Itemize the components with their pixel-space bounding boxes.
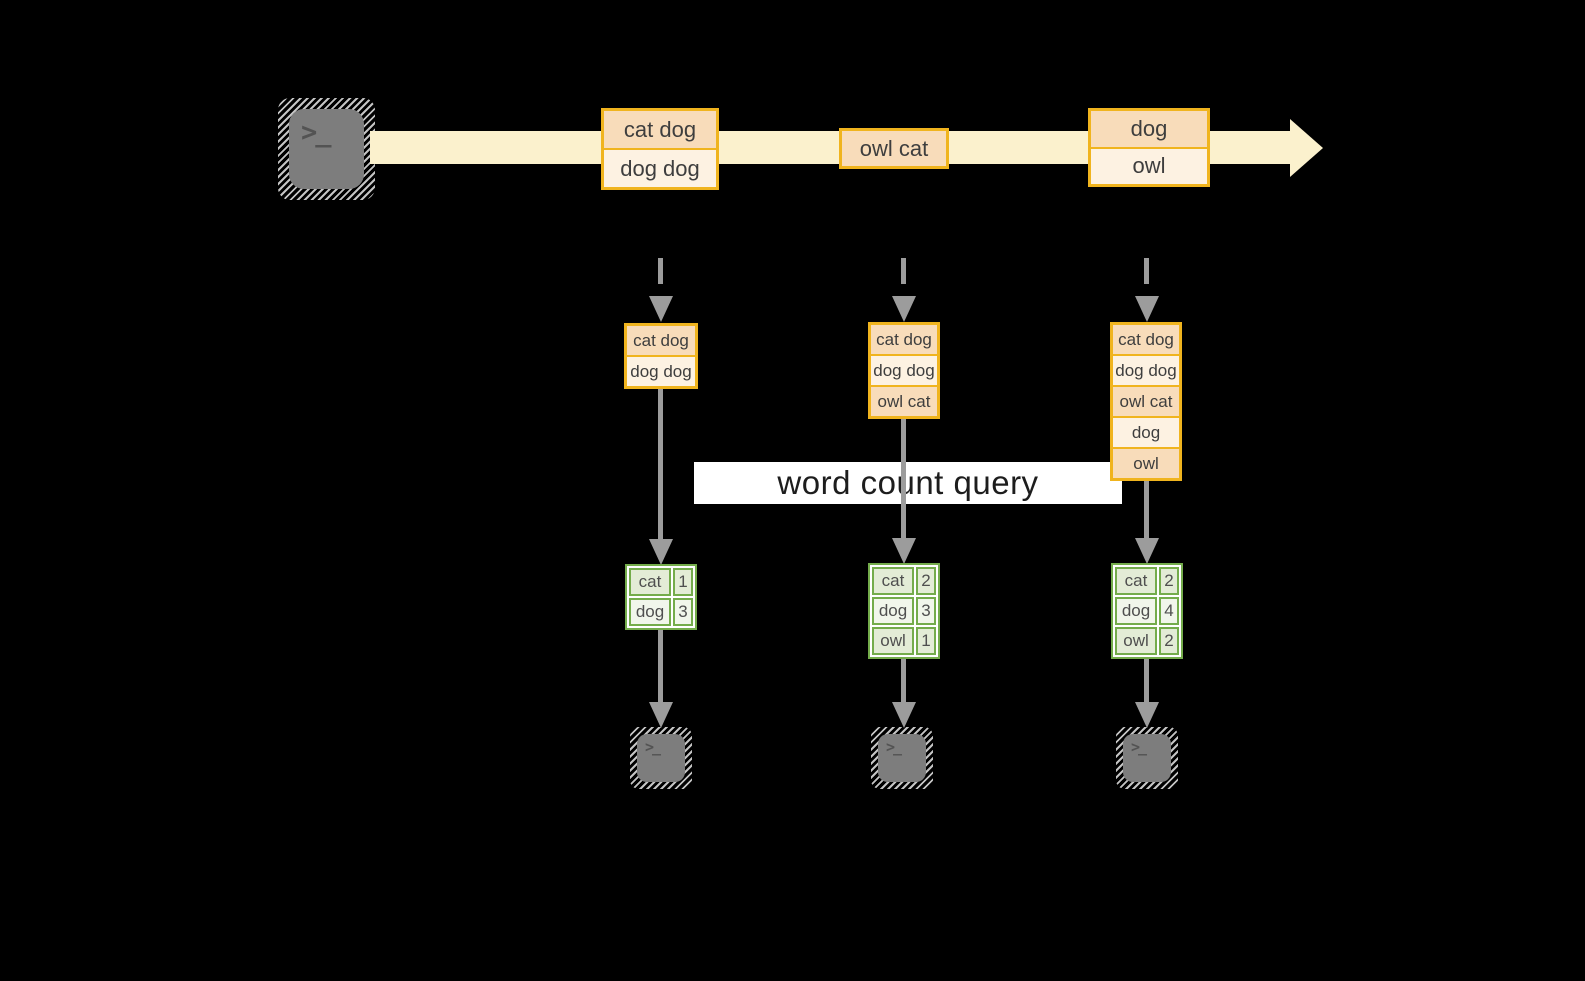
message-line: cat dog — [604, 111, 716, 148]
word-cell: dog — [872, 597, 914, 625]
query-label-band: word count query — [694, 462, 1122, 504]
message-line: owl — [1091, 146, 1207, 184]
buffer-row: dog dog — [1113, 354, 1179, 385]
arrow-down-icon — [1135, 702, 1159, 728]
count-table-1: cat 1 dog 3 — [625, 564, 697, 630]
terminal-screen: >_ — [878, 734, 926, 782]
message-line: dog dog — [604, 148, 716, 187]
count-cell: 3 — [673, 598, 693, 626]
arrow-down-icon — [892, 538, 916, 564]
count-cell: 3 — [916, 597, 936, 625]
word-cell: dog — [629, 598, 671, 626]
word-cell: dog — [1115, 597, 1157, 625]
arrow-down-icon — [649, 296, 673, 322]
arrow-down-icon — [649, 702, 673, 728]
sink-terminal-icon: >_ — [871, 727, 933, 789]
dashed-arrow-icon — [658, 258, 663, 284]
terminal-screen: >_ — [1123, 734, 1171, 782]
word-cell: cat — [872, 567, 914, 595]
terminal-prompt-icon: >_ — [301, 117, 331, 148]
arrow-down-icon — [1135, 538, 1159, 564]
arrow-down-icon — [1135, 296, 1159, 322]
count-cell: 2 — [1159, 567, 1179, 595]
arrow-down-icon — [892, 702, 916, 728]
count-cell: 1 — [673, 568, 693, 596]
word-cell: cat — [629, 568, 671, 596]
stream-message-1: cat dog dog dog — [601, 108, 719, 190]
terminal-prompt-icon: >_ — [1131, 738, 1147, 756]
count-cell: 2 — [1159, 627, 1179, 655]
arrow-down-icon — [892, 296, 916, 322]
flow-line — [901, 659, 906, 702]
message-line: owl cat — [842, 131, 946, 166]
source-terminal-icon: >_ — [278, 98, 375, 200]
stream-message-2: owl cat — [839, 128, 949, 169]
terminal-screen: >_ — [289, 109, 364, 189]
flow-line — [658, 389, 663, 539]
terminal-prompt-icon: >_ — [645, 738, 661, 756]
flow-line — [658, 630, 663, 702]
buffer-row: dog dog — [871, 354, 937, 385]
query-label: word count query — [777, 464, 1039, 501]
buffer-row: owl cat — [871, 385, 937, 416]
count-cell: 1 — [916, 627, 936, 655]
buffer-row: owl — [1113, 447, 1179, 478]
flow-line — [1144, 659, 1149, 702]
arrow-down-icon — [649, 539, 673, 565]
buffer-row: dog dog — [627, 355, 695, 386]
word-cell: owl — [872, 627, 914, 655]
count-cell: 2 — [916, 567, 936, 595]
stream-message-3: dog owl — [1088, 108, 1210, 187]
buffer-row: cat dog — [1113, 325, 1179, 354]
count-cell: 4 — [1159, 597, 1179, 625]
word-cell: cat — [1115, 567, 1157, 595]
sink-terminal-icon: >_ — [1116, 727, 1178, 789]
message-line: dog — [1091, 111, 1207, 147]
buffer-row: cat dog — [627, 326, 695, 355]
count-table-2: cat 2 dog 3 owl 1 — [868, 563, 940, 659]
count-table-3: cat 2 dog 4 owl 2 — [1111, 563, 1183, 659]
stream-arrowhead-icon — [1290, 119, 1323, 177]
buffer-row: cat dog — [871, 325, 937, 354]
sink-terminal-icon: >_ — [630, 727, 692, 789]
buffer-row: owl cat — [1113, 385, 1179, 416]
buffer-3: cat dog dog dog owl cat dog owl — [1110, 322, 1182, 481]
terminal-prompt-icon: >_ — [886, 738, 902, 756]
dashed-arrow-icon — [901, 258, 906, 284]
terminal-screen: >_ — [637, 734, 685, 782]
flow-line — [1144, 481, 1149, 538]
word-cell: owl — [1115, 627, 1157, 655]
buffer-1: cat dog dog dog — [624, 323, 698, 389]
buffer-2: cat dog dog dog owl cat — [868, 322, 940, 419]
flow-line — [901, 419, 906, 538]
dashed-arrow-icon — [1144, 258, 1149, 284]
buffer-row: dog — [1113, 416, 1179, 447]
